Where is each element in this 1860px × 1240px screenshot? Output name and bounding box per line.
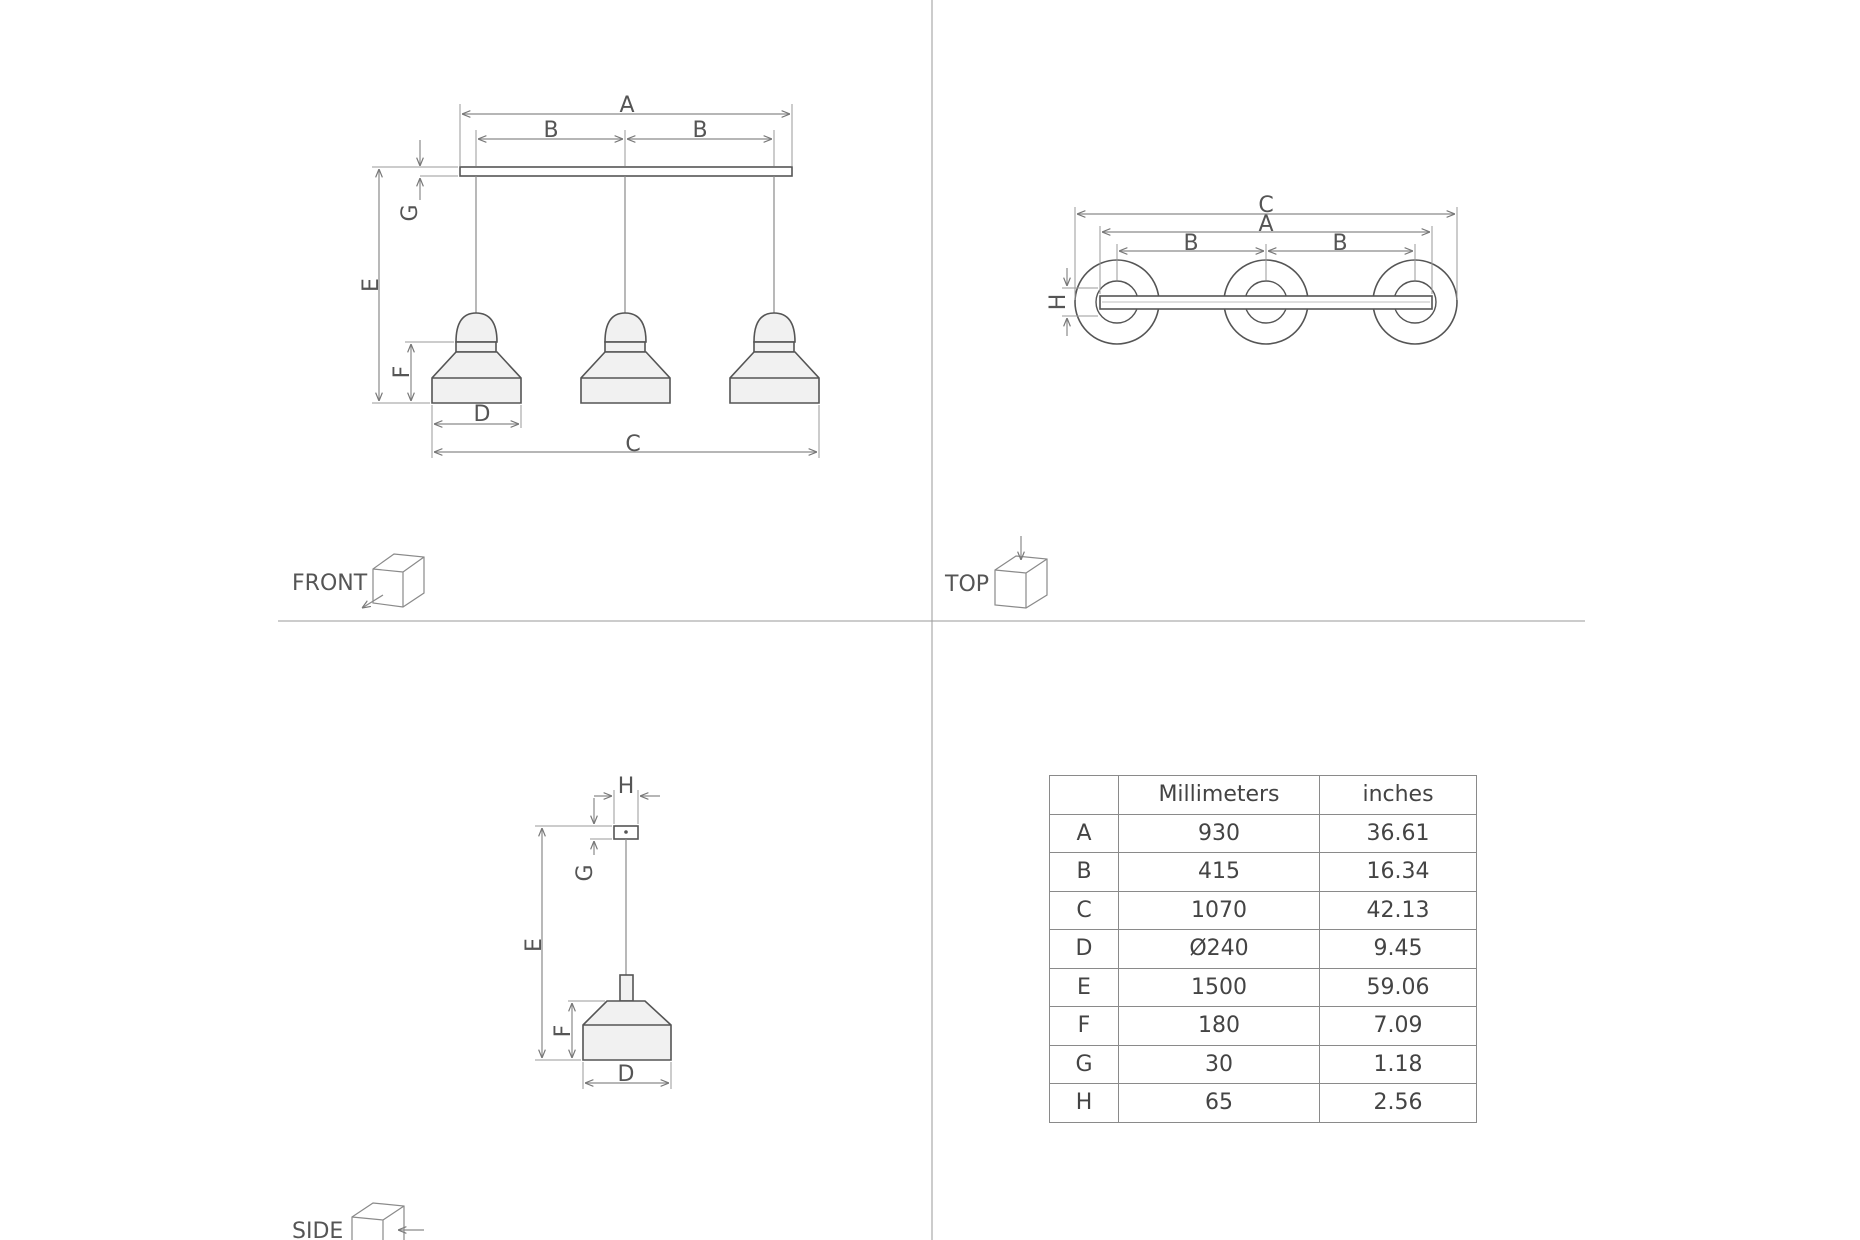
row-key: D [1049, 929, 1119, 969]
dimension-table: Millimeters inches A 930 36.61 B 415 16.… [1049, 775, 1477, 1123]
row-key: H [1049, 1083, 1119, 1123]
top-dim-label-b-right: B [1332, 231, 1347, 256]
dim-label-a: A [619, 93, 634, 118]
table-header-millimeters: Millimeters [1118, 775, 1320, 815]
side-dim-label-h: H [618, 774, 635, 799]
quadrant-dividers [278, 0, 1585, 1240]
side-dim-label-g: G [573, 864, 598, 881]
table-row: C 1070 42.13 [1049, 890, 1477, 930]
pendant-lamp-2 [580, 312, 671, 404]
dim-label-b-left: B [543, 118, 558, 143]
top-view-label: TOP [944, 572, 989, 597]
pendant-lamp-3 [729, 312, 820, 404]
top-view: C A B B H TOP [944, 193, 1458, 609]
row-mm: 65 [1118, 1083, 1320, 1123]
table-row: D Ø240 9.45 [1049, 929, 1477, 969]
row-inch: 36.61 [1319, 813, 1477, 853]
row-inch: 2.56 [1319, 1083, 1477, 1123]
front-view-label: FRONT [292, 571, 368, 596]
ceiling-bar [459, 166, 793, 177]
table-row: F 180 7.09 [1049, 1006, 1477, 1046]
row-key: B [1049, 852, 1119, 892]
row-inch: 7.09 [1319, 1006, 1477, 1046]
table-row: G 30 1.18 [1049, 1044, 1477, 1084]
top-dim-label-a: A [1258, 212, 1273, 237]
table-row: H 65 2.56 [1049, 1083, 1477, 1123]
row-mm: 930 [1118, 813, 1320, 853]
table-row: A 930 36.61 [1049, 813, 1477, 853]
top-view-cube-icon [994, 536, 1048, 609]
row-key: C [1049, 890, 1119, 930]
row-inch: 1.18 [1319, 1044, 1477, 1084]
side-dim-label-f: F [551, 1025, 576, 1038]
row-key: G [1049, 1044, 1119, 1084]
dim-label-b-right: B [692, 118, 707, 143]
side-dim-label-d: D [618, 1062, 635, 1087]
dim-label-d: D [474, 402, 491, 427]
side-view-cube-icon [351, 1202, 424, 1240]
row-mm: 1500 [1118, 967, 1320, 1007]
side-view-label: SIDE [292, 1219, 343, 1240]
row-inch: 59.06 [1319, 967, 1477, 1007]
row-mm: 415 [1118, 852, 1320, 892]
row-key: E [1049, 967, 1119, 1007]
top-dim-label-b-left: B [1183, 231, 1198, 256]
row-key: F [1049, 1006, 1119, 1046]
dim-label-f: F [390, 366, 415, 379]
row-inch: 16.34 [1319, 852, 1477, 892]
dim-label-g: G [398, 204, 423, 221]
table-row: B 415 16.34 [1049, 852, 1477, 892]
row-mm: 30 [1118, 1044, 1320, 1084]
dim-label-e: E [359, 278, 384, 292]
top-dim-label-c: C [1258, 193, 1273, 218]
table-header-key [1049, 775, 1119, 815]
row-mm: 180 [1118, 1006, 1320, 1046]
table-header-inches: inches [1319, 775, 1477, 815]
top-dim-label-h: H [1046, 294, 1071, 311]
side-view: H G E F D SIDE [292, 774, 672, 1240]
dim-label-c: C [625, 432, 640, 457]
row-inch: 42.13 [1319, 890, 1477, 930]
table-row: E 1500 59.06 [1049, 967, 1477, 1007]
side-dim-label-e: E [522, 938, 547, 952]
table-header-row: Millimeters inches [1049, 775, 1477, 815]
front-view: A B B C D E F G FRONT [292, 93, 820, 608]
pendant-lamp-1 [431, 312, 522, 404]
row-mm: 1070 [1118, 890, 1320, 930]
row-key: A [1049, 813, 1119, 853]
front-view-cube-icon [362, 553, 425, 608]
top-view-bar [1099, 295, 1433, 310]
row-inch: 9.45 [1319, 929, 1477, 969]
row-mm: Ø240 [1118, 929, 1320, 969]
